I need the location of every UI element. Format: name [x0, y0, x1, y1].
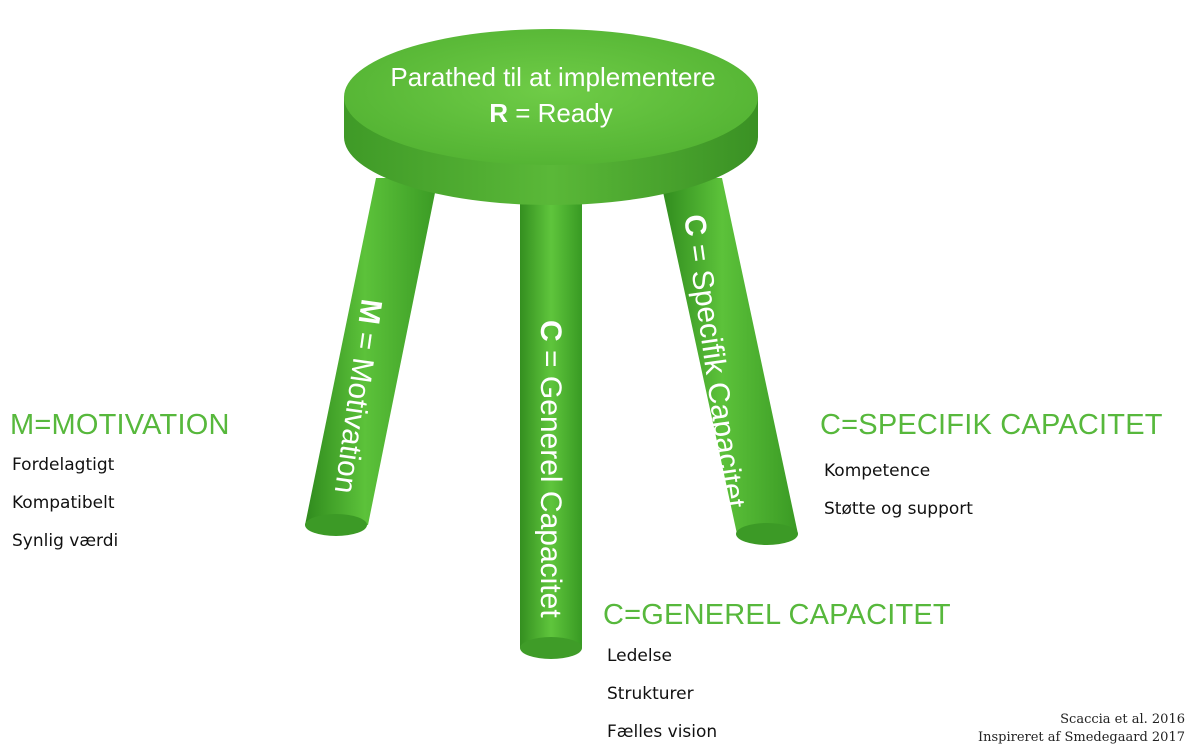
leg-general [520, 200, 582, 659]
specific-capacity-heading: C=SPECIFIK CAPACITET [820, 409, 1163, 441]
leg-specific-body [660, 178, 798, 539]
leg-general-foot [520, 637, 582, 659]
motivation-item: Fordelagtigt [12, 455, 115, 475]
general-capacity-item: Fælles vision [607, 722, 718, 742]
leg-motivation [305, 178, 438, 536]
citation: Scaccia et al. 2016 Inspireret af Smedeg… [978, 711, 1185, 747]
general-capacity-item: Ledelse [607, 646, 672, 666]
leg-specific-bold: C [677, 212, 713, 238]
citation-line1: Scaccia et al. 2016 [1060, 712, 1185, 727]
general-capacity-list: Ledelse Strukturer Fælles vision [607, 637, 717, 751]
seat-rest: = Ready [508, 98, 613, 128]
motivation-item: Synlig værdi [12, 531, 119, 551]
citation-line2: Inspireret af Smedegaard 2017 [977, 730, 1185, 745]
leg-general-body [520, 200, 582, 654]
leg-motivation-bold: M [352, 297, 388, 326]
seat-line1: Parathed til at implementere [390, 62, 715, 92]
stool-seat [344, 29, 758, 205]
leg-specific [660, 178, 798, 545]
leg-motivation-foot [305, 514, 367, 536]
specific-capacity-list: Kompetence Støtte og support [824, 452, 973, 528]
general-capacity-item: Strukturer [607, 684, 694, 704]
leg-motivation-body [305, 178, 438, 529]
motivation-heading: M=MOTIVATION [10, 409, 230, 441]
specific-capacity-item: Kompetence [824, 461, 931, 481]
seat-line2: R = Ready [489, 98, 613, 128]
specific-capacity-item: Støtte og support [824, 499, 973, 519]
motivation-list: Fordelagtigt Kompatibelt Synlig værdi [12, 446, 118, 560]
leg-general-bold: C [534, 320, 567, 342]
leg-general-label: C = Generel Capacitet [534, 320, 567, 618]
motivation-item: Kompatibelt [12, 493, 115, 513]
leg-general-rest: = Generel Capacitet [534, 342, 567, 619]
leg-specific-foot [736, 523, 798, 545]
general-capacity-heading: C=GENEREL CAPACITET [603, 599, 951, 631]
seat-bold-letter: R [489, 98, 508, 128]
seat-top [344, 29, 758, 165]
